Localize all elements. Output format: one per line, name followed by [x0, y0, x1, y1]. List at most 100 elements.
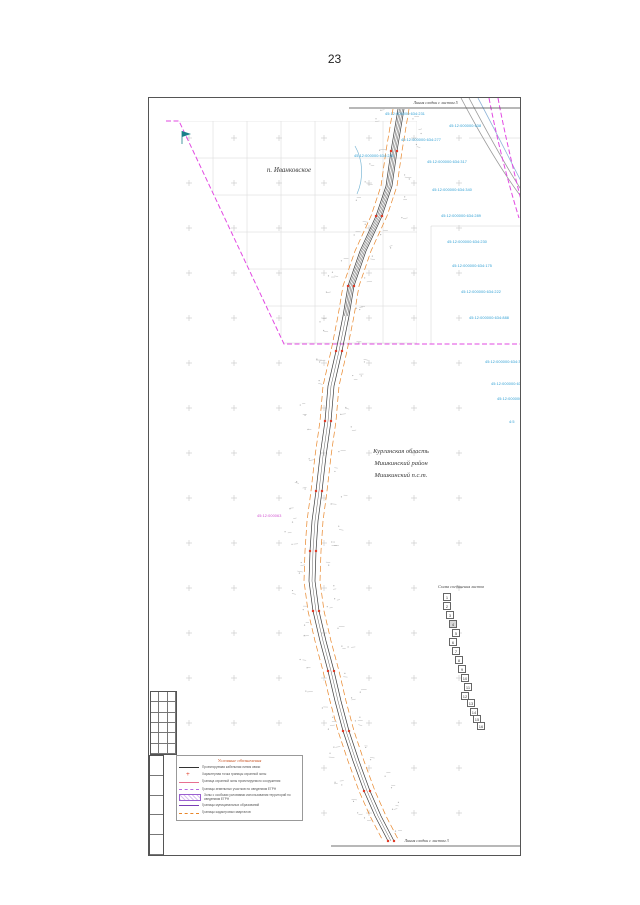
match-line-bottom-label: Линия сходки с листом 3: [404, 838, 449, 843]
point-red-symbol: [179, 772, 199, 778]
road-blue: [477, 98, 520, 181]
stamp-cell: [150, 815, 163, 836]
scheme-sheet-cell: 10: [461, 674, 469, 682]
stamp-cell: [159, 712, 168, 723]
legend-label: Проектируемая кабельная линия связи: [202, 764, 261, 769]
parcel-faint-lines: [430, 137, 520, 344]
scheme-sheet-cell: 9: [458, 665, 466, 673]
cadastral-number-label: 45:12:000000:634:222: [461, 290, 502, 294]
cadastral-number-label: 45:12:000000:634:231: [385, 112, 426, 116]
settlement-name: п. Иванковское: [266, 166, 312, 174]
stamp-cell: [151, 692, 160, 703]
region-block: Курганская область Мишкинский район Мишк…: [342, 446, 460, 482]
cadastral-number-label: 45:12:000000:634:888: [469, 316, 510, 320]
cadastral-number-label: 45:12:000000:634:175: [452, 264, 493, 268]
cadastral-number-label: 45:12:000000:634:340: [432, 188, 473, 192]
scheme-sheet-cell: 1: [443, 593, 451, 601]
stamp-cell: [150, 756, 163, 776]
legend-row: Границы муниципальных образований: [179, 803, 300, 809]
stamp-cell: [159, 702, 168, 713]
legend-row: Зоны с особыми условиями использования т…: [179, 793, 300, 802]
scheme-sheet-cell: 4: [449, 620, 457, 628]
map-sheet-frame: Линия сходки с листом 5 Линия сходки с л…: [148, 97, 521, 856]
dash-violet-symbol: [179, 787, 199, 793]
stamp-cell: [167, 733, 176, 744]
scheme-sheet-cell: 5: [452, 629, 460, 637]
stamp-cell: [150, 796, 163, 816]
stamp-cell: [151, 702, 160, 713]
survey-annotation-marks: [284, 109, 423, 832]
legend-label: Границы кадастровых кварталов: [202, 810, 251, 815]
settlement-boundary: [166, 98, 520, 345]
stamp-cell: [167, 692, 176, 703]
page-number: 23: [327, 52, 342, 66]
sheet-scheme-title: Схема соединения листов: [438, 584, 484, 589]
line-pink-symbol: [179, 779, 199, 785]
scheme-sheet-cell: 11: [464, 683, 472, 691]
stamp-cell: [151, 743, 160, 754]
legend-row: Проектируемая кабельная линия связи: [179, 765, 300, 771]
stamp-cell: [159, 743, 168, 754]
map-drawing: [166, 98, 520, 847]
scheme-sheet-cell: 2: [443, 602, 451, 610]
stamp-cell: [159, 733, 168, 744]
scheme-sheet-cell: 8: [455, 656, 463, 664]
line-purple-symbol: [179, 803, 199, 809]
stamp-cell: [151, 712, 160, 723]
cadastral-number-label: 45:12:000000:638: [449, 124, 482, 128]
legend-box: Условные обозначения Проектируемая кабел…: [176, 755, 303, 821]
cadastral-number-label: 45:12:000000:634:277: [401, 138, 442, 142]
stream: [354, 145, 362, 195]
region-rayon: Мишкинский район: [374, 460, 428, 468]
roads: [460, 98, 520, 196]
legend-title: Условные обозначения: [217, 758, 262, 763]
match-line-top-label: Линия сходки с листом 5: [413, 100, 458, 105]
cadastral-number-label: 4:5: [509, 420, 515, 424]
scheme-sheet-cell: 13: [467, 699, 475, 707]
scheme-sheet-cell: 6: [449, 638, 457, 646]
title-block-grid: [150, 691, 177, 755]
stamp-cell: [167, 702, 176, 713]
coordinate-grid-crosses: [186, 135, 462, 816]
cadastral-number-label: 45:12:000000:634:322: [485, 360, 521, 364]
box-violet-symbol: [179, 794, 201, 802]
cadastral-number-label: 45:12:000000:634:289: [441, 214, 482, 218]
stamp-cell: [167, 722, 176, 734]
scheme-sheet-cell: 7: [452, 647, 460, 655]
legend-label: Границы муниципальных образований: [202, 802, 260, 807]
stamp-cell: [150, 835, 163, 855]
cadastral-number-label: 45:12:000000:634: [491, 382, 521, 386]
legend-label: Границы земельных участков по сведениям …: [202, 786, 277, 791]
stamp-cell: [151, 733, 160, 744]
cadastral-number-label: 45:12:000000:634:231: [354, 154, 395, 158]
legend-row: Границы кадастровых кварталов: [179, 810, 300, 816]
stamp-cell: [159, 692, 168, 703]
legend-label: Граница охранной зоны проектируемого соо…: [202, 779, 281, 784]
stamp-cell: [150, 776, 163, 796]
stamp-cell: [151, 722, 160, 734]
boundary-point-markers: [308, 149, 399, 843]
legend-row: Характерная точка границы охранной зоны: [179, 772, 300, 778]
cadastral-number-label: 45:12:000000:634:230: [447, 240, 488, 244]
legend-row: Границы земельных участков по сведениям …: [179, 787, 300, 793]
legend-label: Характерная точка границы охранной зоны: [202, 772, 267, 777]
legend-rows: Проектируемая кабельная линия связиХарак…: [179, 765, 300, 817]
cadastral-number-label: 45:12:000000:6: [497, 397, 521, 401]
region-selsovet: Мишкинский п.с.т.: [374, 472, 428, 480]
scheme-sheet-cell: 16: [477, 722, 485, 730]
line-black-symbol: [179, 765, 199, 771]
legend-row: Граница охранной зоны проектируемого соо…: [179, 779, 300, 785]
region-oblast: Курганская область: [373, 448, 429, 455]
route-corridor: [303, 108, 410, 842]
stamp-cell: [167, 712, 176, 723]
scheme-sheet-cell: 3: [446, 611, 454, 619]
cadastral-number-label: 45:12:000000:634:317: [427, 160, 468, 164]
stamp-cell: [167, 743, 176, 754]
scheme-sheet-cell: 12: [461, 692, 469, 700]
flag-symbol: [181, 131, 191, 144]
stamp-cell: [159, 722, 168, 734]
match-lines: [331, 107, 520, 847]
title-block-strip: [149, 755, 164, 855]
dash-orange-symbol: [179, 810, 199, 816]
